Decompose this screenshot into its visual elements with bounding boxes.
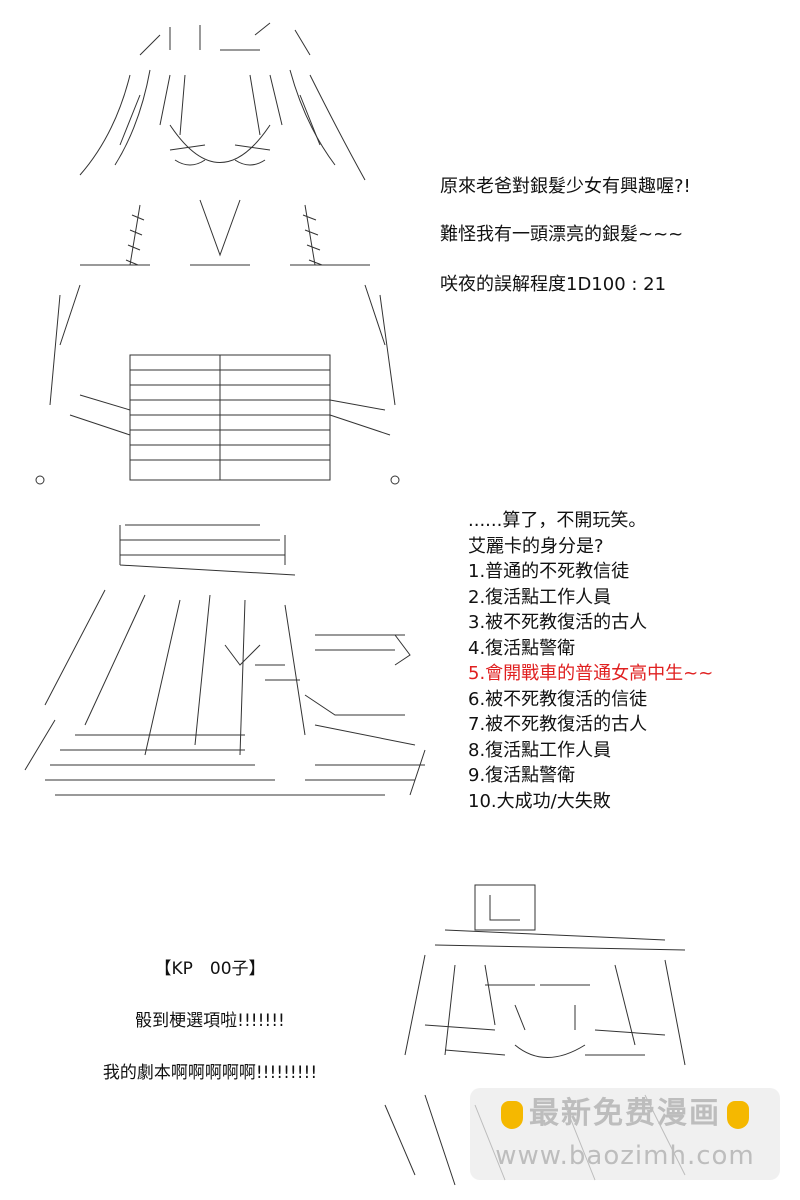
face-outline [169, 124, 271, 163]
shoulder-right [290, 264, 396, 406]
book-stack [129, 354, 331, 481]
list-item: 6.被不死教復活的信徒 [468, 688, 648, 710]
kp-speaker: 【KP 00子】 [154, 959, 266, 979]
kp-dialogue: 【KP 00子】 骰到梗選項啦!!!!!!! 我的劇本啊啊啊啊啊!!!!!!!!… [60, 958, 360, 1084]
hair-outline [79, 69, 366, 181]
list-item: 1.普通的不死教信徒 [468, 561, 630, 582]
cap-character-art [24, 524, 426, 796]
braid-right [302, 204, 323, 266]
eye-left [169, 144, 206, 166]
hand-right [329, 399, 391, 436]
face-features [485, 984, 590, 1058]
list-intro-2: 艾麗卡的身分是? [468, 535, 604, 557]
panel1-line-1: 原來老爸對銀髮少女有興趣喔?! [440, 176, 691, 197]
hands-on-face [424, 1024, 666, 1056]
kp-line-3: 我的劇本啊啊啊啊啊!!!!!!!!! [102, 1063, 318, 1083]
braid-left [125, 204, 145, 266]
hair-lines [404, 954, 686, 1066]
button-decoration-right [390, 475, 400, 485]
list-intro-1: ......算了，不開玩笑。 [468, 510, 647, 531]
pointing-hand-icon [501, 1100, 523, 1129]
body-outline [24, 719, 426, 796]
list-item-highlighted: 5.會開戰車的普通女高中生~~ [468, 663, 714, 684]
kp-line-2: 骰到梗選項啦!!!!!!! [135, 1011, 285, 1031]
watermark-title: 最新免费漫画 [470, 1094, 780, 1134]
list-item: 9.復活點警衛 [468, 765, 576, 786]
panel1-line-3: 咲夜的誤解程度1D100 : 21 [440, 274, 667, 295]
list-item: 7.被不死教復活的古人 [468, 714, 648, 735]
list-item: 8.復活點工作人員 [468, 739, 612, 761]
sleeve [304, 694, 416, 746]
watermark-top-text: 最新免费漫画 [529, 1096, 721, 1131]
shoulder-left [49, 264, 150, 406]
maid-character-art [35, 22, 400, 485]
eye-right [234, 144, 271, 166]
watermark-url: www.baozimh.com [495, 1141, 755, 1171]
list-item: 3.被不死教復活的古人 [468, 612, 648, 633]
headdress-frill [139, 22, 311, 56]
book-pages [130, 355, 330, 480]
hair-strands [119, 74, 321, 146]
body-stripes [45, 734, 425, 796]
watermark-banner: 最新免费漫画 www.baozimh.com [470, 1088, 780, 1180]
identity-list: ......算了，不開玩笑。 艾麗卡的身分是? 1.普通的不死教信徒 2.復活點… [468, 508, 788, 814]
pointing-hand [315, 634, 411, 666]
list-item: 10.大成功/大失敗 [468, 790, 611, 812]
hair-lines [44, 589, 306, 756]
face-features [224, 644, 300, 681]
hat [434, 884, 686, 951]
collar [190, 199, 250, 266]
panel1-line-2: 難怪我有一頭漂亮的銀髮~~~ [440, 224, 684, 245]
list-item: 2.復活點工作人員 [468, 586, 612, 608]
hand-left [69, 394, 131, 436]
cap [119, 524, 296, 576]
kp-character-art [384, 884, 686, 1186]
button-decoration-left [35, 475, 45, 485]
list-item: 4.復活點警衛 [468, 637, 576, 659]
pointing-hand-icon [727, 1100, 749, 1129]
